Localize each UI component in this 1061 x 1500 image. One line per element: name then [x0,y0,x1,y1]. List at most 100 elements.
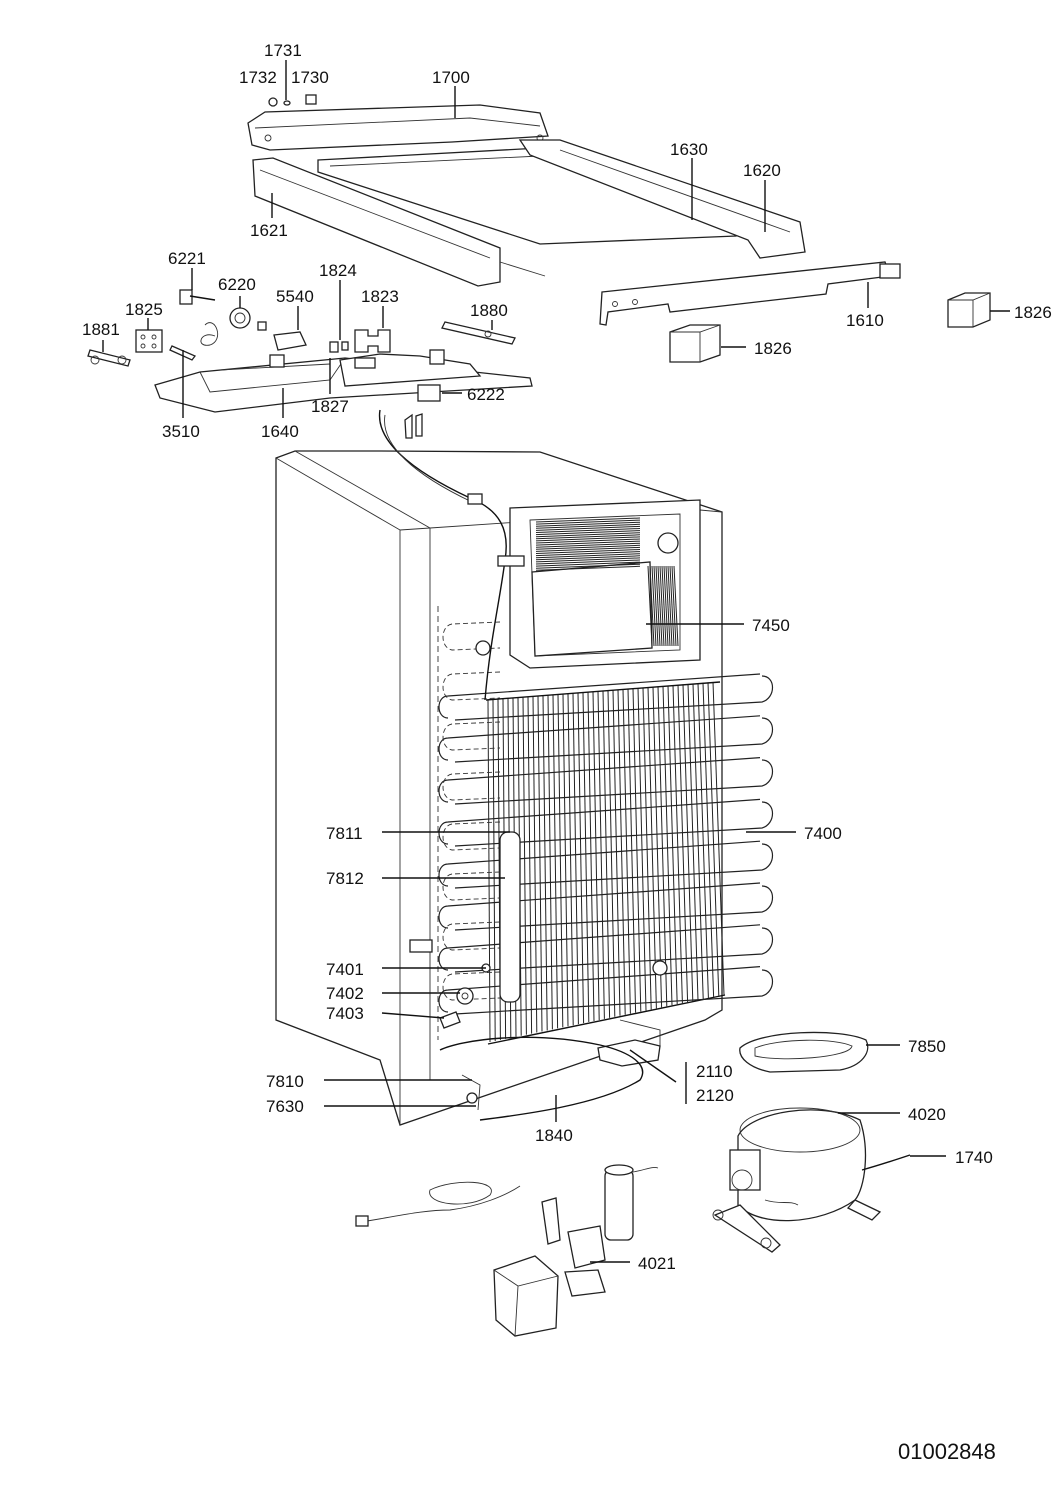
pad-1826-a [669,324,721,363]
label-7810: 7810 [266,1072,304,1091]
condenser-wire [692,683,704,999]
condenser-tube [454,675,774,721]
condenser-wire [617,689,626,1015]
condenser-tube [438,882,761,929]
condenser-tube [454,759,774,805]
evaporator-fin [659,565,665,647]
evaporator-fin [535,530,641,536]
condenser-tube [438,757,761,803]
evaporator-fin [535,542,641,548]
label-4021: 4021 [638,1254,676,1273]
label-1630: 1630 [670,140,708,159]
condenser-wire [597,691,605,1019]
condenser-wire [527,696,533,1034]
label-1824: 1824 [319,261,357,280]
label-1700: 1700 [432,68,470,87]
condenser-tube [438,715,761,761]
condenser-wire [647,687,657,1009]
label-1731: 1731 [264,41,302,60]
label-2120: 2120 [696,1086,734,1105]
side-coil-loop [442,721,501,751]
label-6221: 6221 [168,249,206,268]
label-7400: 7400 [804,824,842,843]
evaporator-fin [535,521,641,527]
evaporator-fin [653,565,659,647]
hinge-1825 [135,329,163,353]
relay-4021 [541,1197,606,1297]
condenser-tube [454,801,774,847]
evaporator-fin [535,553,641,559]
lamp-holder-5540 [257,321,307,351]
evaporator-fin [671,565,677,647]
bracket-1610 [599,261,901,326]
evaporator-fin [649,565,655,647]
knob-6220 [200,307,251,346]
condenser-wire [667,685,678,1005]
evaporator-fin [535,565,641,571]
condenser-wire [582,692,590,1023]
side-coil-loop [442,771,501,801]
document-number: 01002848 [898,1439,996,1464]
evaporator-fin [663,565,669,647]
evaporator-fin [535,525,641,531]
evaporator-fin [535,546,641,552]
condenser-wire [687,683,699,1001]
side-coil-loop [442,821,501,851]
evaporation-tray-7850 [739,1031,869,1073]
condenser-tube [454,885,774,931]
condenser-tube [454,969,774,1015]
condenser-wire [612,689,621,1016]
label-1827: 1827 [311,397,349,416]
evaporator-fin [667,565,673,647]
evaporator-fin [535,563,641,569]
condenser-wire [567,693,574,1026]
label-2110: 2110 [696,1062,733,1081]
condenser-bottom-rail [487,994,726,1045]
control-panel-1640 [154,349,533,413]
evaporator-fin [655,565,661,647]
label-1881: 1881 [82,320,120,339]
terminal-cover [493,1255,559,1337]
condenser-7400 [438,673,774,1045]
label-7450: 7450 [752,616,790,635]
label-1740: 1740 [955,1148,993,1167]
condenser-tube [454,717,774,763]
condenser-wire [587,691,595,1022]
evaporator-fin [669,565,675,647]
evaporator-fin [535,557,641,563]
condenser-wire [652,686,663,1008]
label-1826-a: 1826 [754,339,792,358]
condenser-tube [438,673,761,719]
switch-1824 [329,341,349,353]
condenser-wire [657,686,668,1007]
label-1880: 1880 [470,301,508,320]
valve-7403 [439,1011,461,1029]
label-7630: 7630 [266,1097,304,1116]
hinge-1880 [441,321,516,345]
label-1826-b: 1826 [1014,303,1052,322]
label-4020: 4020 [908,1105,946,1124]
label-5540: 5540 [276,287,314,306]
label-1620: 1620 [743,161,781,180]
side-coil-loop [442,871,501,901]
side-coil-loop [442,621,501,651]
condenser-tube [438,840,761,887]
label-7812: 7812 [326,869,364,888]
condenser-wire [522,697,527,1035]
evaporator-fin [535,544,641,550]
condenser-wire [547,695,553,1030]
evaporator-fin [661,565,667,647]
hinge-1881 [87,349,131,367]
connector-6222 [417,384,441,402]
pad-1826-b [947,292,991,328]
part-labels: 1731 1732 1730 1700 1630 1620 1621 6221 … [82,41,1052,1273]
label-3510: 3510 [162,422,200,441]
evaporator-fin [673,565,679,647]
side-coil-loop [442,921,501,951]
condenser-wire [562,693,569,1027]
condenser-tube [438,966,761,1013]
condenser-wire [552,694,559,1029]
condenser-wire [712,681,725,995]
evaporator-fin [535,561,641,567]
